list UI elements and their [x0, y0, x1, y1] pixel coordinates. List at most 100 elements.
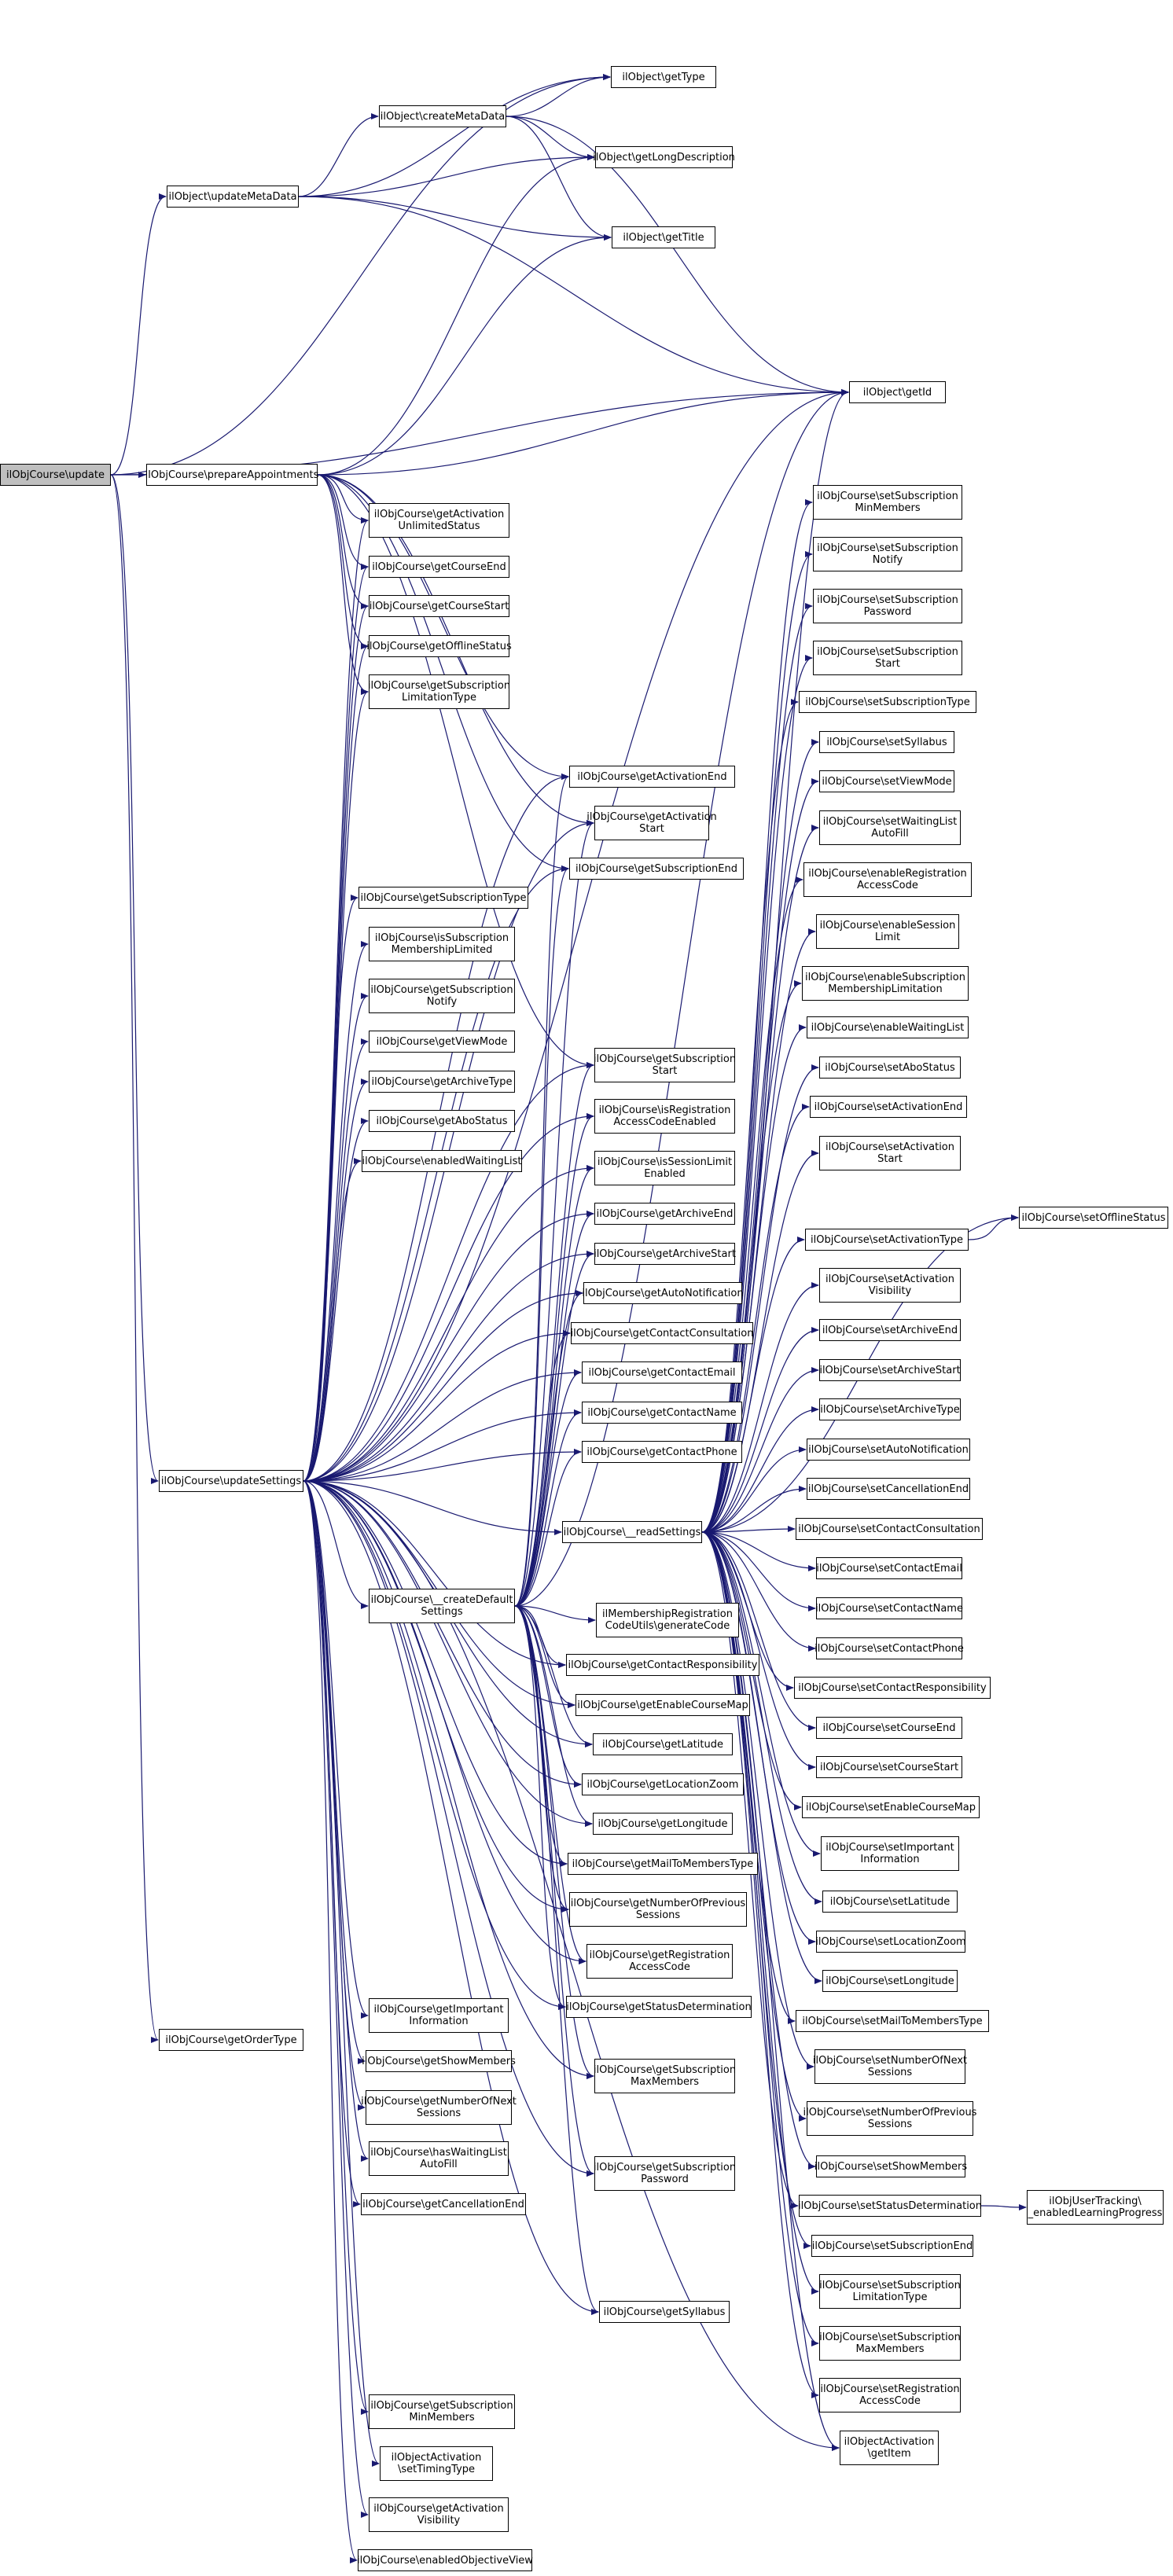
node-get-view-mode[interactable]: ilObjCourse\getViewMode: [369, 1031, 515, 1053]
node-get-cancellation-end[interactable]: ilObjCourse\getCancellationEnd: [361, 2193, 526, 2215]
node-get-syllabus[interactable]: ilObjCourse\getSyllabus: [599, 2301, 730, 2323]
node-enabled-learning-progress[interactable]: ilObjUserTracking\_enabledLearningProgre…: [1027, 2190, 1164, 2225]
node-set-view-mode[interactable]: ilObjCourse\setViewMode: [819, 770, 954, 792]
node-set-latitude[interactable]: ilObjCourse\setLatitude: [822, 1891, 958, 1913]
node-enable-waiting-list[interactable]: ilObjCourse\enableWaitingList: [807, 1016, 969, 1038]
node-get-mail-to-members-type[interactable]: ilObjCourse\getMailToMembersType: [568, 1853, 758, 1875]
node-get-subscription-end[interactable]: ilObjCourse\getSubscriptionEnd: [569, 858, 744, 880]
node-set-contact-email[interactable]: ilObjCourse\setContactEmail: [816, 1557, 962, 1579]
node-set-timing-type[interactable]: ilObjectActivation\setTimingType: [380, 2446, 493, 2481]
node-get-archive-type[interactable]: ilObjCourse\getArchiveType: [369, 1071, 515, 1093]
node-get-course-end[interactable]: ilObjCourse\getCourseEnd: [369, 556, 509, 578]
node-set-archive-end[interactable]: ilObjCourse\setArchiveEnd: [819, 1319, 961, 1341]
node-set-mail-to-members-type[interactable]: ilObjCourse\setMailToMembersType: [796, 2010, 989, 2032]
node-get-archive-end[interactable]: ilObjCourse\getArchiveEnd: [594, 1203, 735, 1225]
node-get-enable-course-map[interactable]: ilObjCourse\getEnableCourseMap: [575, 1694, 750, 1716]
node-set-auto-notification[interactable]: ilObjCourse\setAutoNotification: [807, 1439, 970, 1461]
node-get-contact-email[interactable]: ilObjCourse\getContactEmail: [582, 1361, 742, 1384]
node-set-subscription-type[interactable]: ilObjCourse\setSubscriptionType: [799, 691, 976, 713]
node-get-status-determination[interactable]: ilObjCourse\getStatusDetermination: [566, 1996, 752, 2018]
node-update-settings[interactable]: ilObjCourse\updateSettings: [159, 1470, 303, 1492]
node-get-course-start[interactable]: ilObjCourse\getCourseStart: [369, 595, 509, 617]
node-set-status-determination[interactable]: ilObjCourse\setStatusDetermination: [798, 2195, 982, 2217]
node-set-enable-course-map[interactable]: ilObjCourse\setEnableCourseMap: [802, 1796, 980, 1818]
node-set-course-start[interactable]: ilObjCourse\setCourseStart: [816, 1756, 962, 1778]
node-set-archive-start[interactable]: ilObjCourse\setArchiveStart: [819, 1359, 961, 1381]
node-enabled-waiting-list[interactable]: ilObjCourse\enabledWaitingList: [362, 1150, 522, 1172]
node-get-order-type[interactable]: ilObjCourse\getOrderType: [159, 2029, 303, 2051]
node-update-meta-data[interactable]: ilObject\updateMetaData: [167, 186, 299, 208]
node-get-long-description[interactable]: ilObject\getLongDescription: [593, 146, 735, 168]
node-get-contact-name[interactable]: ilObjCourse\getContactName: [582, 1402, 742, 1424]
node-get-archive-start[interactable]: ilObjCourse\getArchiveStart: [594, 1243, 736, 1265]
node-set-longitude[interactable]: ilObjCourse\setLongitude: [822, 1970, 958, 1992]
node-get-location-zoom[interactable]: ilObjCourse\getLocationZoom: [582, 1773, 744, 1795]
node-create-meta-data[interactable]: ilObject\createMetaData: [379, 105, 506, 127]
node-set-archive-type[interactable]: ilObjCourse\setArchiveType: [819, 1398, 961, 1420]
node-read-settings[interactable]: ilObjCourse\__readSettings: [562, 1521, 702, 1543]
node-get-contact-phone[interactable]: ilObjCourse\getContactPhone: [582, 1441, 742, 1463]
node-get-abo-status[interactable]: ilObjCourse\getAboStatus: [369, 1110, 515, 1132]
node-set-abo-status[interactable]: ilObjCourse\setAboStatus: [819, 1056, 961, 1079]
node-set-offline-status[interactable]: ilObjCourse\setOfflineStatus: [1019, 1207, 1168, 1229]
node-set-cancellation-end[interactable]: ilObjCourse\setCancellationEnd: [807, 1478, 970, 1500]
node-set-activation-type[interactable]: ilObjCourse\setActivationType: [805, 1229, 969, 1251]
node-get-latitude[interactable]: ilObjCourse\getLatitude: [593, 1733, 733, 1755]
node-set-contact-responsibility[interactable]: ilObjCourse\setContactResponsibility: [794, 1677, 991, 1699]
node-get-contact-consultation[interactable]: ilObjCourse\getContactConsultation: [571, 1322, 753, 1344]
node-get-type[interactable]: ilObject\getType: [611, 66, 716, 88]
node-get-item[interactable]: ilObjectActivation\getItem: [840, 2431, 939, 2465]
node-prepare-appointments[interactable]: ilObjCourse\prepareAppointments: [145, 464, 318, 486]
node-set-contact-name[interactable]: ilObjCourse\setContactName: [815, 1597, 963, 1619]
node-get-show-members[interactable]: ilObjCourse\getShowMembers: [362, 2050, 516, 2072]
node-set-location-zoom[interactable]: ilObjCourse\setLocationZoom: [815, 1931, 966, 1953]
node-get-subscription-type[interactable]: ilObjCourse\getSubscriptionType: [359, 887, 528, 909]
node-set-contact-consultation[interactable]: ilObjCourse\setContactConsultation: [796, 1518, 983, 1540]
node-get-auto-notification[interactable]: ilObjCourse\getAutoNotification: [582, 1282, 744, 1304]
node-set-contact-phone[interactable]: ilObjCourse\setContactPhone: [814, 1637, 964, 1659]
node-enabled-objective-view[interactable]: ilObjCourse\enabledObjectiveView: [357, 2549, 533, 2571]
node-set-course-end[interactable]: ilObjCourse\setCourseEnd: [816, 1717, 962, 1739]
node-get-contact-responsibility[interactable]: ilObjCourse\getContactResponsibility: [566, 1654, 759, 1676]
node-get-longitude[interactable]: ilObjCourse\getLongitude: [593, 1813, 733, 1835]
node-get-title[interactable]: ilObject\getTitle: [612, 226, 715, 248]
node-get-offline-status[interactable]: ilObjCourse\getOfflineStatus: [366, 635, 512, 657]
node-get-activation-end[interactable]: ilObjCourse\getActivationEnd: [569, 766, 735, 788]
node-set-show-members[interactable]: ilObjCourse\setShowMembers: [814, 2155, 967, 2177]
node-set-activation-end[interactable]: ilObjCourse\setActivationEnd: [810, 1096, 967, 1118]
